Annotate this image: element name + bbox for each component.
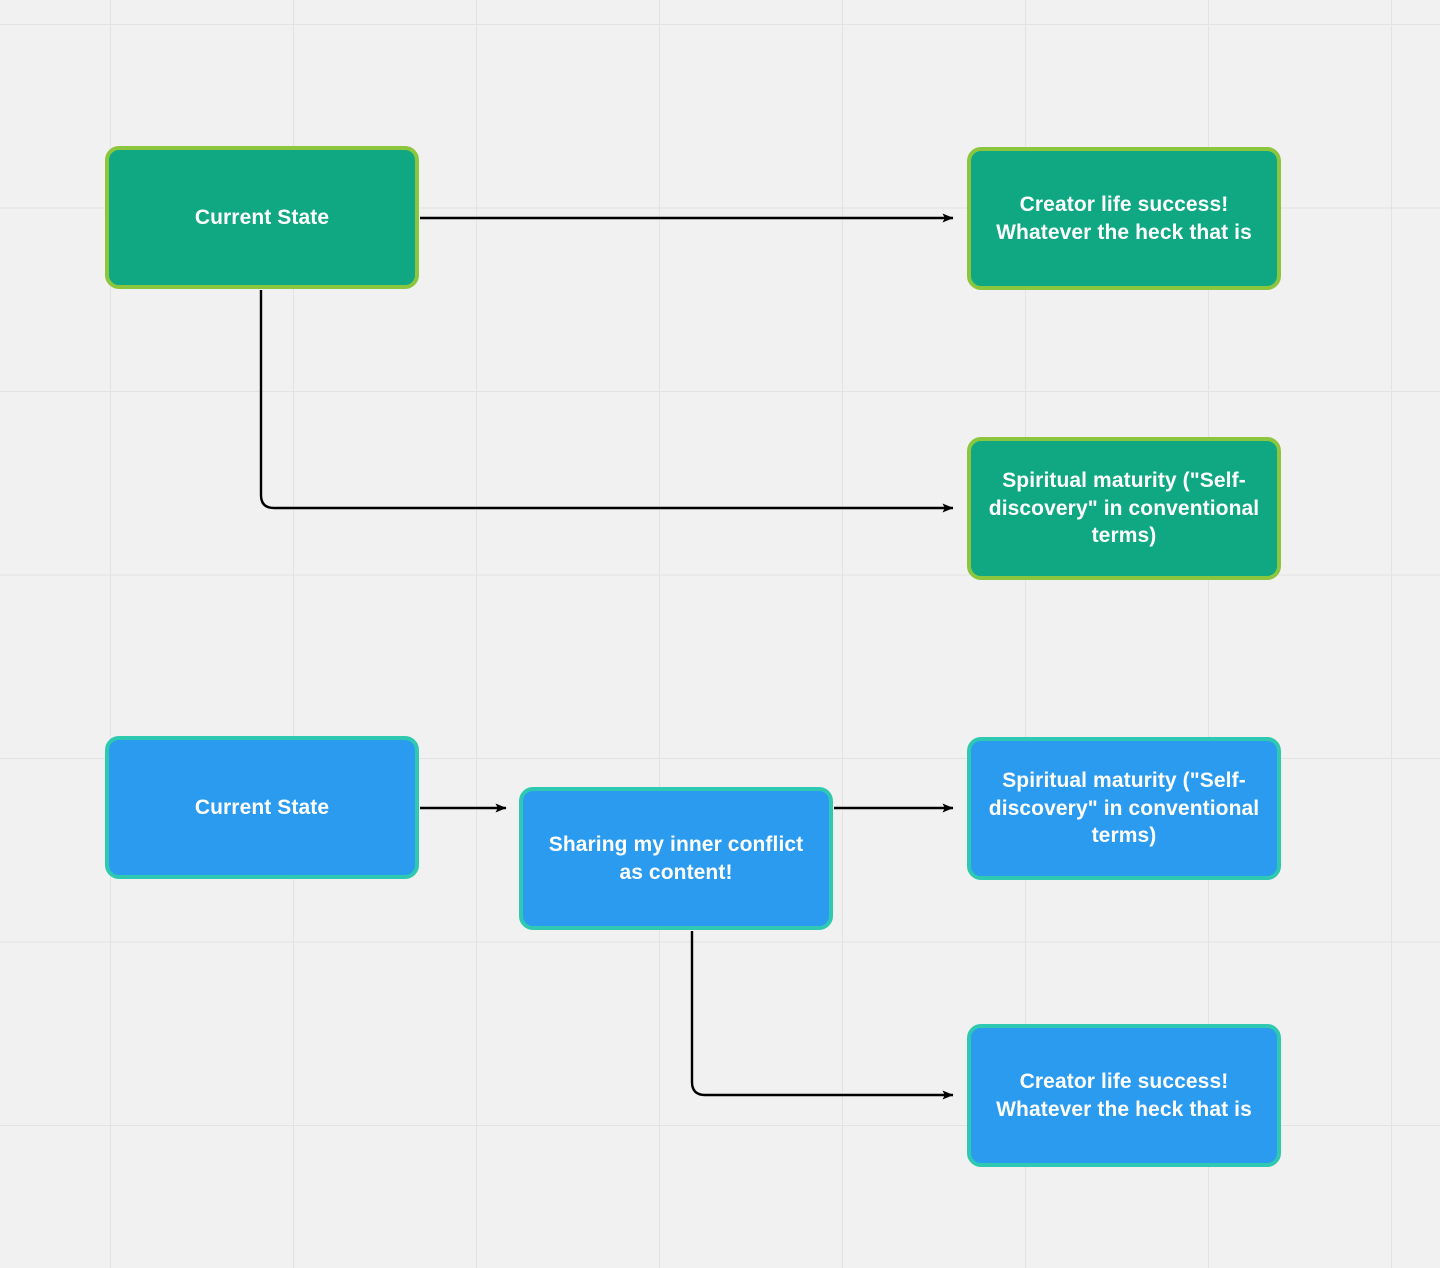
node-label: Spiritual maturity ("Self-discovery" in … <box>988 468 1260 548</box>
node-sharing-inner-conflict-blue[interactable]: Sharing my inner conflict as content! <box>519 787 833 930</box>
edge-green-current-to-spiritual <box>259 290 954 513</box>
node-spiritual-maturity-blue[interactable]: Spiritual maturity ("Self-discovery" in … <box>967 737 1281 880</box>
edge-blue-sharing-to-creator <box>690 931 954 1100</box>
node-spiritual-maturity-green[interactable]: Spiritual maturity ("Self-discovery" in … <box>967 437 1281 580</box>
node-label: Creator life success! Whatever the heck … <box>996 192 1252 244</box>
node-label: Spiritual maturity ("Self-discovery" in … <box>988 768 1260 848</box>
node-current-state-green[interactable]: Current State <box>105 146 419 289</box>
node-label: Current State <box>194 795 330 819</box>
node-label: Sharing my inner conflict as content! <box>548 832 804 884</box>
node-creator-life-success-blue[interactable]: Creator life success! Whatever the heck … <box>967 1024 1281 1167</box>
node-current-state-blue[interactable]: Current State <box>105 736 419 879</box>
node-label: Creator life success! Whatever the heck … <box>996 1069 1252 1121</box>
node-creator-life-success-green[interactable]: Creator life success! Whatever the heck … <box>967 147 1281 290</box>
node-label: Current State <box>194 205 330 229</box>
